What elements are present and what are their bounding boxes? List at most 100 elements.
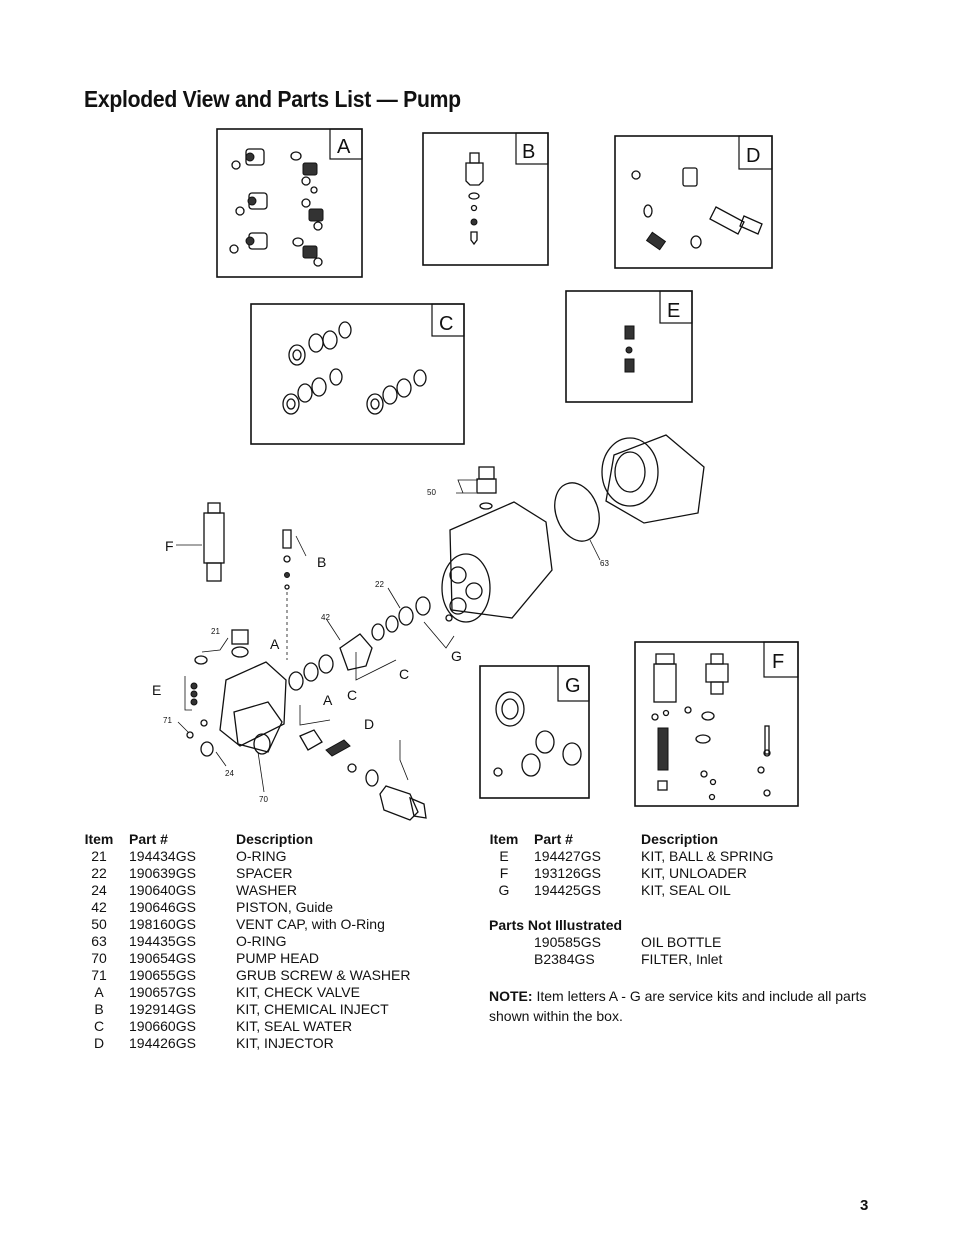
description-cell: KIT, SEAL WATER — [236, 1018, 353, 1034]
table-row: G 194425GS KIT, SEAL OIL — [489, 882, 861, 899]
kit-box-a: A — [216, 128, 363, 278]
description-cell: KIT, CHECK VALVE — [236, 984, 360, 1000]
table-header-row: Item Part # Description — [84, 831, 456, 848]
item-cell: 42 — [91, 899, 107, 915]
kit-box-e: E — [565, 290, 693, 403]
callout-71: 71 — [163, 716, 172, 725]
header-description: Description — [641, 831, 719, 847]
item-cell: B — [94, 1001, 104, 1017]
item-cell: 21 — [91, 848, 107, 864]
table-header-row: Item Part # Description — [489, 831, 861, 848]
callout-22: 22 — [375, 580, 384, 589]
table-row: 71 190655GS GRUB SCREW & WASHER — [84, 967, 456, 984]
not-illustrated-heading: Parts Not Illustrated — [489, 917, 623, 933]
part-cell: B2384GS — [534, 951, 595, 967]
part-cell: 190654GS — [129, 950, 196, 966]
callout-letter-c-lower: C — [347, 687, 357, 703]
callout-letter-f: F — [165, 538, 174, 554]
kit-label-a: A — [337, 136, 351, 158]
item-cell: F — [499, 865, 509, 881]
kit-label-e: E — [667, 300, 680, 322]
description-cell: O-RING — [236, 933, 287, 949]
part-cell: 194426GS — [129, 1035, 196, 1051]
item-cell: G — [498, 882, 510, 898]
description-cell: WASHER — [236, 882, 297, 898]
part-cell: 190655GS — [129, 967, 196, 983]
callout-letter-g: G — [451, 648, 462, 664]
callout-letter-d: D — [364, 716, 374, 732]
item-cell: 50 — [91, 916, 107, 932]
part-cell: 194434GS — [129, 848, 196, 864]
description-cell: O-RING — [236, 848, 287, 864]
header-part: Part # — [534, 831, 573, 847]
table-row: C 190660GS KIT, SEAL WATER — [84, 1018, 456, 1035]
part-cell: 192914GS — [129, 1001, 196, 1017]
callout-63: 63 — [600, 559, 609, 568]
kit-box-g: G — [479, 665, 590, 799]
exploded-view-diagram: A B D C — [152, 128, 799, 821]
page-number: 3 — [860, 1197, 869, 1214]
part-cell: 190660GS — [129, 1018, 196, 1034]
part-cell: 198160GS — [129, 916, 196, 932]
table-row: 190585GS OIL BOTTLE — [489, 934, 722, 951]
description-cell: PISTON, Guide — [236, 899, 334, 915]
part-cell: 194425GS — [534, 882, 601, 898]
callout-42: 42 — [321, 613, 330, 622]
callout-24: 24 — [225, 769, 234, 778]
kit-box-b: B — [422, 132, 549, 266]
part-cell: 190585GS — [534, 934, 601, 950]
kit-note: NOTE: Item letters A - G are service kit… — [489, 986, 879, 1026]
note-label: NOTE: — [489, 988, 533, 1004]
item-cell: 24 — [91, 882, 107, 898]
part-cell: 194435GS — [129, 933, 196, 949]
table-row: A 190657GS KIT, CHECK VALVE — [84, 984, 456, 1001]
description-cell: KIT, BALL & SPRING — [641, 848, 774, 864]
callout-letter-a-lower: A — [323, 692, 333, 708]
table-row: 21 194434GS O-RING — [84, 848, 456, 865]
header-description: Description — [236, 831, 314, 847]
item-cell: 70 — [91, 950, 107, 966]
description-cell: SPACER — [236, 865, 293, 881]
part-cell: 190639GS — [129, 865, 196, 881]
item-cell: 22 — [91, 865, 107, 881]
item-cell: A — [94, 984, 104, 1000]
item-cell: C — [93, 1018, 105, 1034]
callout-70: 70 — [259, 795, 268, 804]
description-cell: VENT CAP, with O-Ring — [236, 916, 385, 932]
header-item: Item — [489, 831, 519, 847]
header-part: Part # — [129, 831, 168, 847]
kit-label-f: F — [772, 651, 784, 673]
callout-letter-e: E — [152, 682, 161, 698]
description-cell: PUMP HEAD — [236, 950, 319, 966]
table-row: 50 198160GS VENT CAP, with O-Ring — [84, 916, 456, 933]
kit-label-c: C — [439, 313, 453, 335]
description-cell: OIL BOTTLE — [641, 934, 722, 950]
callout-21: 21 — [211, 627, 220, 636]
item-cell: 71 — [91, 967, 107, 983]
description-cell: KIT, INJECTOR — [236, 1035, 334, 1051]
callout-letter-b: B — [317, 554, 326, 570]
note-text: Item letters A - G are service kits and … — [489, 988, 867, 1024]
kit-label-d: D — [746, 145, 760, 167]
description-cell: KIT, UNLOADER — [641, 865, 747, 881]
table-row: 70 190654GS PUMP HEAD — [84, 950, 456, 967]
part-cell: 194427GS — [534, 848, 601, 864]
header-item: Item — [84, 831, 114, 847]
table-row: 22 190639GS SPACER — [84, 865, 456, 882]
parts-table-left: Item Part # Description 21 194434GS O-RING… — [84, 831, 456, 1052]
description-cell: KIT, SEAL OIL — [641, 882, 731, 898]
description-cell: GRUB SCREW & WASHER — [236, 967, 411, 983]
callout-50: 50 — [427, 488, 436, 497]
pump-assembly — [176, 434, 705, 821]
part-cell: 190657GS — [129, 984, 196, 1000]
kit-box-f: F — [634, 641, 799, 807]
